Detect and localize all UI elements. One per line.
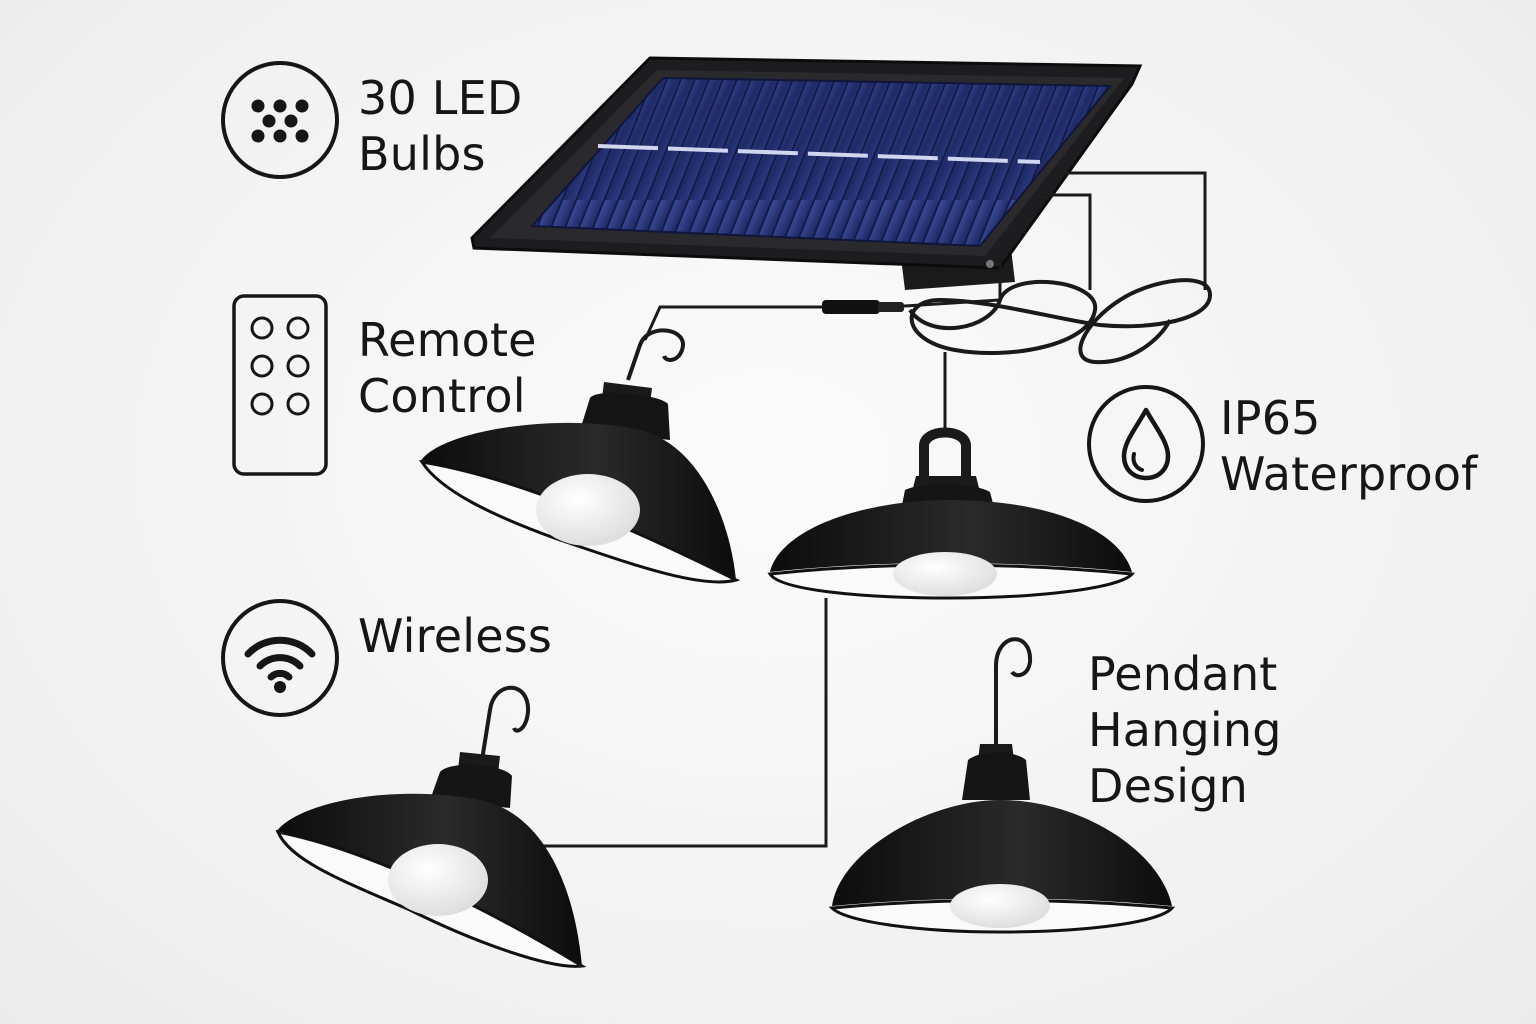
feature-remote-line2: Control [358,369,526,423]
pendant-lamp-1 [418,328,741,584]
feature-ip65-line2: Waterproof [1220,447,1478,501]
pendant-lamp-4 [828,637,1176,934]
pendant-lamp-2 [767,427,1136,600]
solar-panel [470,56,1143,290]
pendant-lamp-3 [275,685,587,968]
feature-pendant-line1: Pendant [1088,647,1278,701]
power-cables [520,171,1213,848]
feature-leds-label: 30 LED Bulbs [358,70,522,182]
cable-connector [822,300,904,314]
wireless-icon [221,599,339,717]
feature-pendant-line2: Hanging [1088,703,1282,757]
feature-leds-line2: Bulbs [358,127,486,181]
remote-control-icon [232,294,328,476]
feature-leds-line1: 30 LED [358,71,523,125]
feature-wireless-label: Wireless [358,608,552,664]
feature-ip65-line1: IP65 [1220,391,1321,445]
feature-remote-label: Remote Control [358,312,537,424]
feature-ip65-label: IP65 Waterproof [1220,390,1478,502]
feature-remote-line1: Remote [358,313,537,367]
led-grid-icon [221,61,339,179]
feature-pendant-label: Pendant Hanging Design [1088,646,1282,814]
feature-pendant-line3: Design [1088,759,1249,813]
feature-wireless-line1: Wireless [358,609,553,663]
water-drop-icon [1087,385,1205,503]
